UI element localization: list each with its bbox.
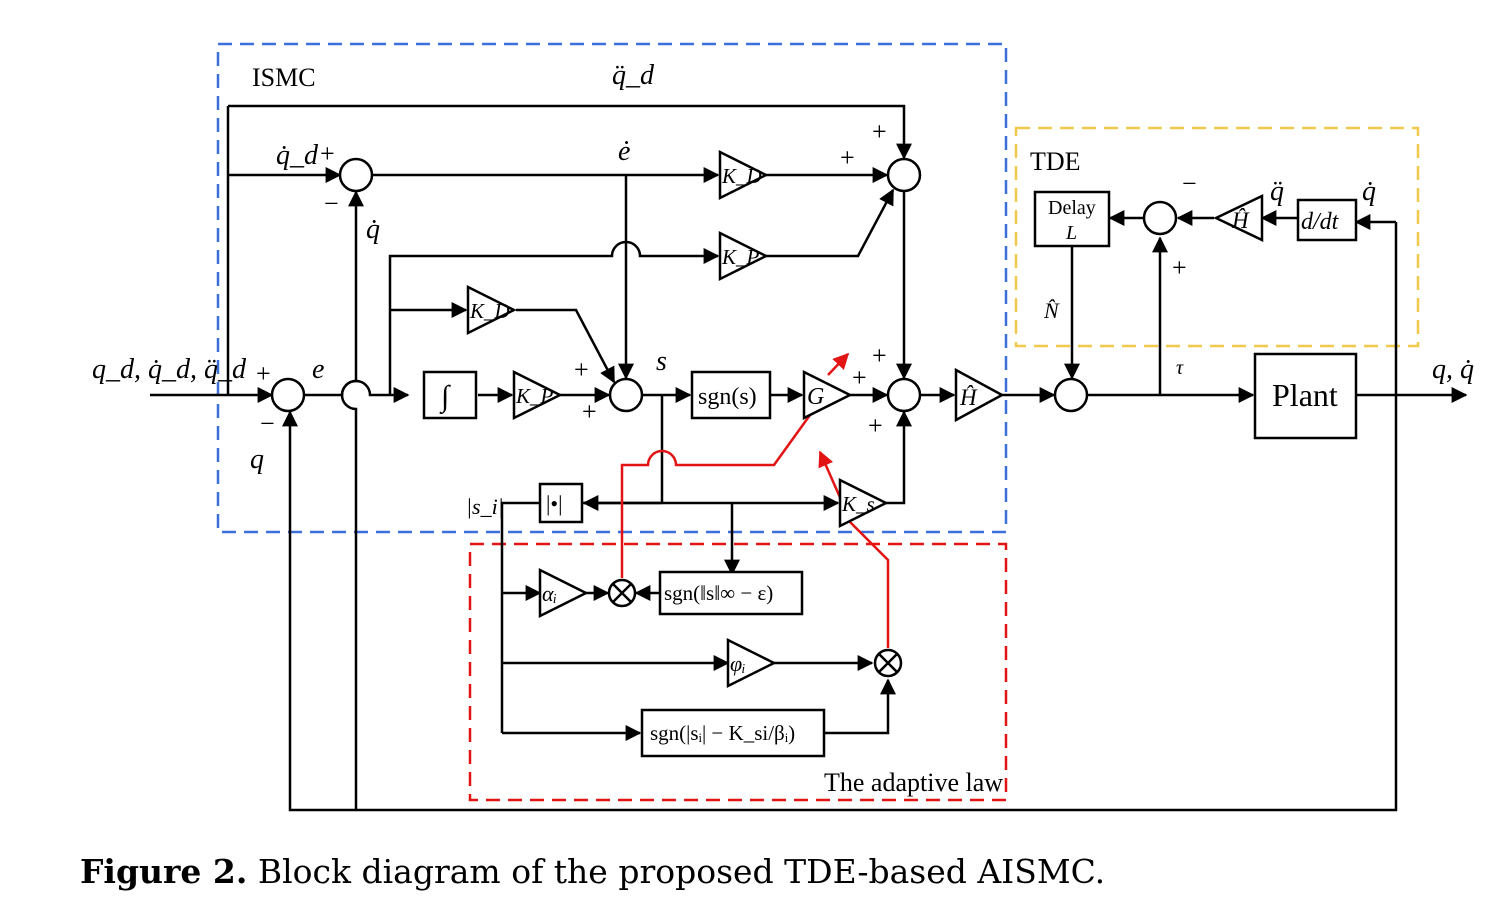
abs-block [538,482,584,524]
figure-caption-label: Figure 2. [80,852,248,891]
q-dot-tde-label: q̇ [1362,176,1376,207]
plus-sign: + [1172,253,1187,282]
tde-label: TDE [1030,147,1081,176]
plant-block [1253,352,1358,440]
plus-sign: + [852,363,867,392]
wires [150,104,1468,812]
kd-gain-top [718,149,769,201]
phi-gain-label: φᵢ [730,651,746,676]
plant-label: Plant [1272,377,1338,413]
h-hat-tde-gain-label: Ĥ [1231,208,1250,233]
adaptive-law-label: The adaptive law [824,768,1003,797]
integrator-label: ∫ [439,380,451,415]
derivative-label: d/dt [1301,209,1340,235]
q-ddot-tde-label: q̈ [1270,176,1284,207]
multiplier-phi [873,648,903,678]
h-hat-gain-label: Ĥ [959,385,978,410]
sgn-ks-block [640,708,826,758]
e-dot-label: ė [618,136,630,167]
phi-gain [726,637,777,689]
integrator-block [422,370,478,420]
plus-sign: + [320,139,335,168]
plus-sign: + [840,143,855,172]
kp-gain-top-label: K_P [721,245,760,269]
kd-gain-top-label: K_D [721,164,762,188]
summing-junctions [270,157,1178,678]
sgn-norm-block [658,570,804,616]
abs-si-label: |s_i| [466,494,504,519]
ks-gain [838,477,889,529]
ks-gain-label: K_s [841,492,875,516]
delay-l-label: L [1065,222,1077,244]
derivative-block [1296,198,1358,242]
h-hat-gain [954,367,1005,423]
input-signal-label: q_d, q̇_d, q̈_d [92,354,247,385]
kp-gain-integral [512,369,563,421]
signal-labels: q_d, q̇_d, q̈_d q, q̇ q̈_d q̇_d q̇ ė e q… [92,60,1474,519]
sgn-ks-label: sgn(|sᵢ| − K_si/βᵢ) [650,721,795,745]
velocity-error-sum [338,157,374,193]
sliding-surface-sum [608,377,644,413]
delay-block [1033,190,1111,248]
sgn-norm-label: sgn(‖s‖∞ − ε) [664,581,773,605]
kp-gain-top [718,230,769,282]
n-hat-label: N̂ [1043,298,1060,323]
q-label: q [250,444,264,475]
alpha-gain [538,567,589,619]
q-dot-feedback-label: q̇ [366,214,380,245]
multiplier-alpha [607,578,637,608]
qd-dot-label: q̇_d [276,140,319,171]
plus-sign: + [582,397,597,426]
feedforward-sum [886,157,922,193]
g-gain-label: G [807,384,824,410]
plus-sign: + [574,355,589,384]
ismc-label: ISMC [252,63,316,92]
s-label: s [656,346,667,377]
sgn-s-label: sgn(s) [698,384,757,410]
delay-label: Delay [1048,197,1096,219]
g-gain [802,369,853,421]
rect-blocks: ∫ sgn(s) Plant Delay L d/dt |•| sgn(‖s‖∞… [422,190,1358,758]
qd-ddot-label: q̈_d [612,60,655,91]
minus-sign: − [324,189,339,218]
tde-region [1014,126,1420,348]
plus-sign: + [872,117,887,146]
minus-sign: − [260,409,275,438]
h-hat-tde-gain [1213,194,1264,242]
plus-sign: + [256,359,271,388]
plus-sign: + [872,341,887,370]
minus-sign: − [1182,169,1197,198]
adaptive-law-region [468,542,1008,802]
sign-labels: + − + − + + + + + + + − + [256,117,1197,440]
error-sum [270,377,306,413]
ismc-region [216,42,1008,534]
kd-gain-mid-label: K_D [469,299,510,323]
tde-estimate-sum [1142,200,1178,236]
tau-label: τ [1176,357,1184,379]
alpha-gain-label: αᵢ [542,581,557,606]
figure-caption: Figure 2. Block diagram of the proposed … [80,852,1105,891]
abs-label: |•| [546,491,563,516]
kp-gain-integral-label: K_P [515,384,554,408]
output-signal-label: q, q̇ [1432,354,1474,385]
sgn-s-block [690,370,772,420]
tde-output-sum [1053,377,1089,413]
kd-gain-mid [466,284,517,336]
e-label: e [312,354,324,385]
gain-blocks: K_D K_P K_D K_P G Ĥ Ĥ K_s αᵢ φᵢ [466,149,1264,689]
plus-sign: + [868,411,883,440]
figure-caption-text: Block diagram of the proposed TDE-based … [257,852,1106,891]
control-sum [886,377,922,413]
